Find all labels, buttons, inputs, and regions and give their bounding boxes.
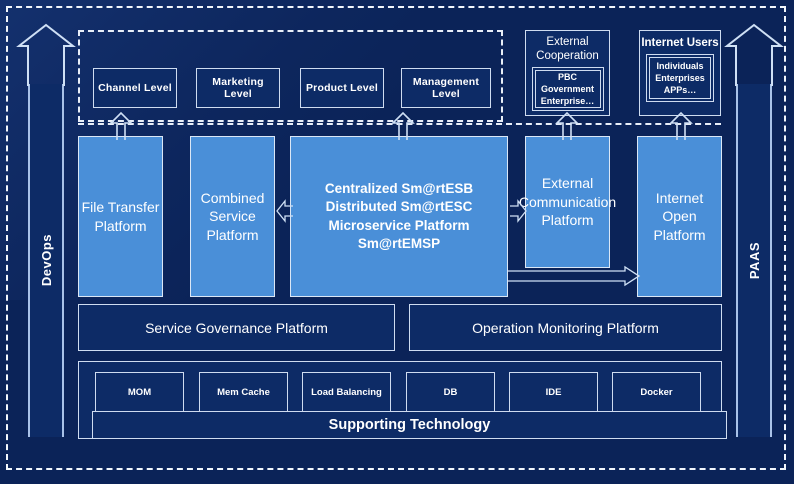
- platform-centralized-esb[interactable]: Centralized Sm@rtESB Distributed Sm@rtES…: [290, 136, 508, 297]
- left-arrow-combined-to-esb-icon: [276, 199, 293, 223]
- level-box-channel[interactable]: Channel Level: [93, 68, 177, 108]
- tech-box-mom[interactable]: MOM: [95, 372, 184, 414]
- group-external-cooperation[interactable]: External Cooperation PBC Government Ente…: [525, 30, 610, 116]
- tech-box-mem-cache[interactable]: Mem Cache: [199, 372, 288, 414]
- outer-boundary: [6, 6, 786, 470]
- platform-label: Internet Open Platform: [653, 189, 706, 243]
- group-inner-box: PBC Government Enterprise…: [531, 66, 604, 111]
- tech-box-ide[interactable]: IDE: [509, 372, 598, 414]
- up-arrow-to-channel-level-icon: [109, 111, 133, 140]
- rail-paas: PAAS: [736, 84, 772, 437]
- level-label: Management Level: [412, 76, 480, 100]
- level-box-management[interactable]: Management Level: [401, 68, 491, 108]
- right-arrow-esb-to-external-comm-icon: [510, 199, 527, 223]
- tech-box-db[interactable]: DB: [406, 372, 495, 414]
- bar-label: Service Governance Platform: [145, 319, 328, 336]
- group-title: External Cooperation: [536, 36, 599, 63]
- up-arrow-to-internet-users-icon: [669, 111, 693, 140]
- tech-label: Docker: [640, 386, 673, 398]
- group-inner-label: PBC Government Enterprise…: [540, 71, 595, 106]
- paas-up-arrow-icon: [724, 23, 784, 86]
- rail-paas-label: PAAS: [746, 241, 762, 280]
- group-inner-label: Individuals Enterprises APPs…: [655, 61, 705, 96]
- tech-label: DB: [443, 386, 458, 398]
- platform-label: Combined Service Platform: [200, 189, 265, 243]
- group-inner-box: Individuals Enterprises APPs…: [646, 54, 714, 103]
- up-arrow-to-management-level-icon: [391, 111, 415, 140]
- group-title: Internet Users: [641, 37, 719, 49]
- level-label: Product Level: [305, 82, 379, 94]
- application-layer-frame: [78, 30, 503, 122]
- tech-label: MOM: [127, 386, 152, 398]
- platform-internet-open[interactable]: Internet Open Platform: [637, 136, 722, 297]
- tech-label: Load Balancing: [311, 386, 382, 398]
- supporting-technology-banner: Supporting Technology: [92, 411, 727, 439]
- rail-devops: DevOps: [28, 84, 64, 437]
- up-arrow-to-external-cooperation-icon: [555, 111, 579, 140]
- level-label: Channel Level: [98, 82, 172, 94]
- level-label: Marketing Level: [212, 76, 264, 100]
- supporting-technology-label: Supporting Technology: [328, 417, 491, 433]
- tech-box-load-balancing[interactable]: Load Balancing: [302, 372, 391, 414]
- tech-label: Mem Cache: [217, 386, 270, 398]
- platform-label: Centralized Sm@rtESB Distributed Sm@rtES…: [324, 181, 474, 251]
- platform-label: External Communication Platform: [518, 175, 617, 229]
- rail-devops-label: DevOps: [38, 234, 54, 287]
- level-box-marketing[interactable]: Marketing Level: [196, 68, 280, 108]
- devops-up-arrow-icon: [16, 23, 76, 86]
- tech-label: IDE: [545, 386, 562, 398]
- level-box-product[interactable]: Product Level: [300, 68, 384, 108]
- group-internet-users[interactable]: Internet Users Individuals Enterprises A…: [639, 30, 721, 116]
- platform-label: File Transfer Platform: [81, 199, 160, 234]
- platform-combined-service[interactable]: Combined Service Platform: [190, 136, 275, 297]
- bar-operation-monitoring[interactable]: Operation Monitoring Platform: [409, 304, 722, 351]
- tech-box-docker[interactable]: Docker: [612, 372, 701, 414]
- long-right-arrow-esb-to-internet-open-icon: [508, 265, 641, 287]
- bar-service-governance[interactable]: Service Governance Platform: [78, 304, 395, 351]
- platform-file-transfer[interactable]: File Transfer Platform: [78, 136, 163, 297]
- bar-label: Operation Monitoring Platform: [472, 319, 659, 336]
- platform-external-communication[interactable]: External Communication Platform: [519, 136, 616, 268]
